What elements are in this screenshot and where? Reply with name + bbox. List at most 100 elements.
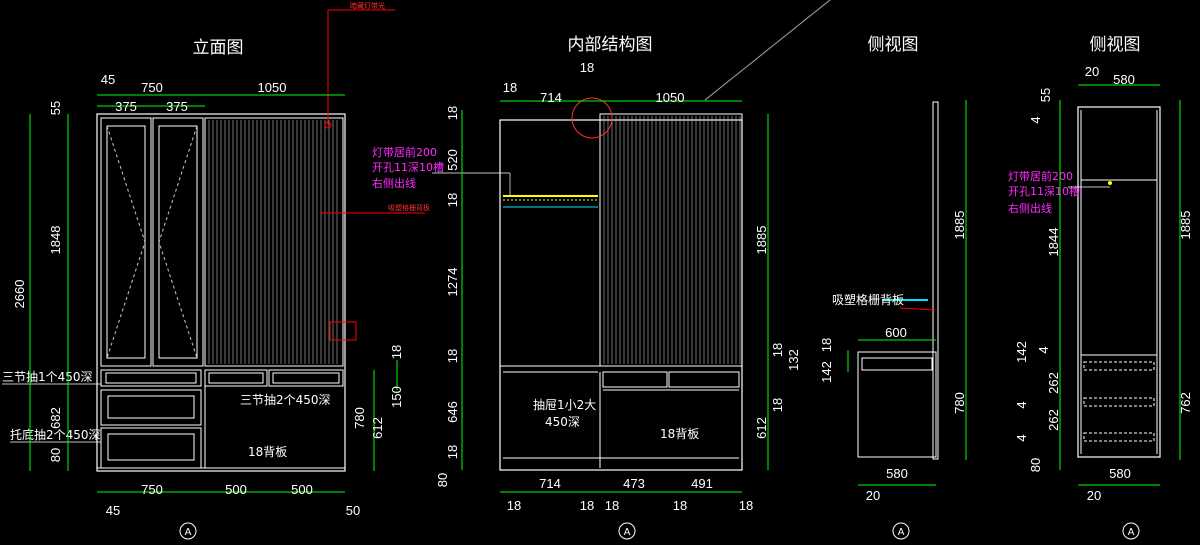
side1-note: 吸塑格栅背板	[832, 292, 904, 307]
drawer-mid-top-face	[208, 372, 264, 384]
dim-i-r-1885: 1885	[754, 226, 769, 255]
side2-marker: A	[1128, 527, 1135, 538]
internal-drawer-label: 抽屉1小2大	[533, 398, 596, 412]
side2-outline	[1077, 106, 1161, 458]
dim-s1-600: 600	[885, 325, 907, 340]
dim-i-r-132: 132	[786, 349, 801, 371]
dim-i-l-1274: 1274	[445, 268, 460, 297]
dim-s2-4b: 4	[1036, 346, 1051, 353]
side2-runner-1	[1083, 361, 1155, 371]
internal-title: 内部结构图	[568, 35, 653, 55]
dim-i-r-612: 612	[754, 417, 769, 439]
dim-s2-4c: 4	[1014, 401, 1029, 408]
dim-e-b-500a: 500	[225, 482, 247, 497]
left-door-2-panel	[158, 125, 198, 359]
dim-i-l-18b: 18	[445, 193, 460, 207]
drawer-right-top-face	[272, 372, 340, 384]
dim-i-l-646: 646	[445, 401, 460, 423]
internal-note-3: 右侧出线	[372, 176, 416, 190]
side1-marker-circle	[892, 522, 910, 540]
side-view-2: 灯带居前200 开孔11深10槽 右侧出线 20 580 55 4 1844 1…	[1008, 64, 1193, 540]
reference-leader-line	[704, 0, 831, 101]
internal-fluted-lines	[603, 116, 741, 364]
dim-i-l-520: 520	[445, 149, 460, 171]
dim-e-r-150: 150	[389, 386, 404, 408]
dim-e-r-780: 780	[352, 407, 367, 429]
internal-fluted-door	[599, 113, 743, 367]
detail-callout-circle	[571, 97, 613, 139]
elevation-marker: A	[185, 527, 192, 538]
internal-marker: A	[624, 527, 631, 538]
label-back-panel: 18背板	[248, 445, 287, 459]
left-door-1-panel	[106, 125, 146, 359]
drawer-left-mid-face	[107, 395, 195, 419]
dim-s1-20: 20	[866, 488, 880, 503]
dim-i-1050: 1050	[656, 90, 685, 105]
dim-i-l-18d: 18	[445, 445, 460, 459]
dim-s2-262b: 262	[1046, 409, 1061, 431]
dim-e-80: 80	[48, 448, 63, 462]
dim-s2-55: 55	[1038, 88, 1053, 102]
dim-s1-18: 18	[819, 338, 834, 352]
dim-s2-20: 20	[1085, 64, 1099, 79]
dim-e-b-500b: 500	[291, 482, 313, 497]
dim-e-55: 55	[48, 101, 63, 115]
left-door-2	[152, 117, 204, 367]
internal-cabinet-outline	[499, 119, 743, 471]
dim-i-b-18b: 18	[580, 498, 594, 513]
dim-s2-4a: 4	[1028, 116, 1043, 123]
dim-i-b-714: 714	[539, 476, 561, 491]
dim-s1-580: 580	[886, 466, 908, 481]
dim-i-b-473: 473	[623, 476, 645, 491]
dim-e-2660: 2660	[12, 280, 27, 309]
elevation-cabinet-outline	[96, 113, 346, 472]
door-1-swing-mark	[106, 125, 146, 359]
side1-red-leader	[899, 307, 936, 311]
side1-marker: A	[898, 527, 905, 538]
side2-runner-2	[1083, 397, 1155, 407]
door-2-swing-mark	[158, 125, 198, 359]
dim-s1-1885: 1885	[952, 211, 967, 240]
drawer-left-top-face	[105, 372, 197, 384]
dim-s2-1844: 1844	[1046, 228, 1061, 257]
label-drawer-right: 三节抽2个450深	[240, 393, 331, 407]
dim-s1-142: 142	[819, 361, 834, 383]
dim-e-b-50: 50	[346, 503, 360, 518]
internal-small-drawer-1	[602, 371, 668, 388]
side2-note-1: 灯带居前200	[1008, 169, 1073, 183]
dim-s2-1885: 1885	[1178, 211, 1193, 240]
internal-view: 灯带居前200 开孔11深10槽 右侧出线 抽屉1小2大 450深 18背板 1…	[372, 60, 801, 540]
fluted-panel	[204, 117, 344, 367]
dim-e-375b: 375	[166, 99, 188, 114]
drawer-mid-top	[204, 369, 268, 387]
side1-base	[857, 351, 937, 458]
internal-marker-circle	[618, 522, 636, 540]
dim-s1-780: 780	[952, 392, 967, 414]
internal-note-2: 开孔11深10槽	[372, 161, 444, 174]
drawer-left-bottom-face	[107, 433, 195, 461]
dim-i-l-18c: 18	[445, 349, 460, 363]
dim-i-b-491: 491	[691, 476, 713, 491]
side1-panel	[932, 101, 939, 460]
elevation-dim-lines	[29, 94, 398, 493]
internal-back-label: 18背板	[660, 427, 699, 441]
drawer-left-mid	[100, 389, 202, 426]
red-note-panel: 吸塑格栅背板	[388, 203, 430, 212]
dim-s2-580: 580	[1113, 72, 1135, 87]
dim-i-r-18b: 18	[770, 398, 785, 412]
elevation-title: 立面图	[193, 38, 244, 58]
dim-e-750: 750	[141, 80, 163, 95]
side2-note-2: 开孔11深10槽	[1008, 185, 1080, 198]
dim-i-r-18a: 18	[770, 343, 785, 357]
elevation-view: 三节抽1个450深 三节抽2个450深 托底抽2个450深 18背板 暗藏灯带光…	[2, 1, 430, 540]
internal-note-1: 灯带居前200	[372, 145, 437, 159]
dim-e-r-18: 18	[389, 345, 404, 359]
drawer-left-top	[100, 369, 202, 387]
dim-i-18a: 18	[503, 80, 517, 95]
internal-depth-label: 450深	[545, 415, 580, 429]
dim-s2-762: 762	[1178, 392, 1193, 414]
label-pull-basket: 托底抽2个450深	[10, 427, 101, 442]
fluted-panel-lines	[208, 120, 338, 364]
side2-runner-3	[1083, 432, 1155, 442]
